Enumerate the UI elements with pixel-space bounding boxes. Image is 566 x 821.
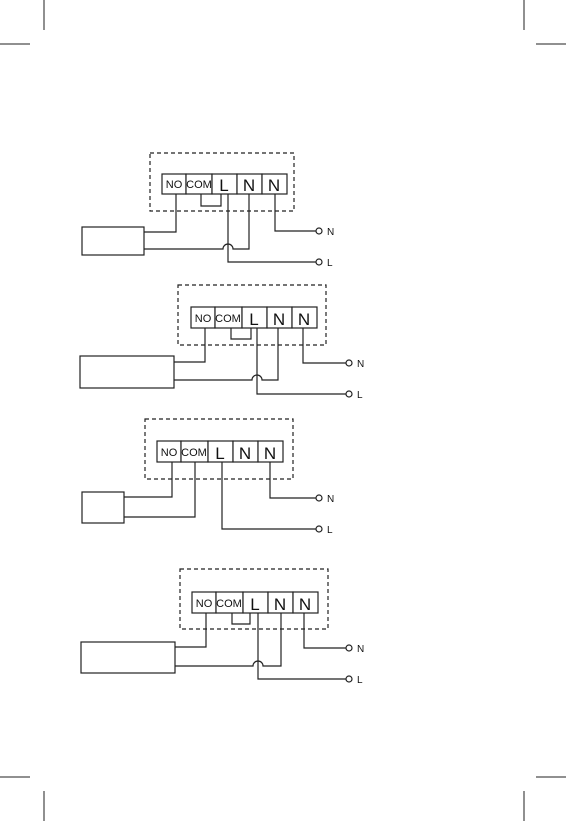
terminal-com-label: COM <box>186 179 212 191</box>
l-supply-label: L <box>327 525 333 536</box>
terminal-no-label: NO <box>161 447 178 459</box>
n-supply-terminal <box>316 495 322 501</box>
l-supply-label: L <box>357 390 363 401</box>
terminal-l-label: L <box>215 444 224 463</box>
terminal-n2-label: N <box>298 310 310 329</box>
terminal-no-label: NO <box>196 598 213 610</box>
n-to-load-wire <box>175 613 281 666</box>
terminal-n1-label: N <box>243 176 255 195</box>
l-supply-terminal <box>316 259 322 265</box>
n-supply-terminal <box>346 645 352 651</box>
l-supply-wire <box>228 194 316 262</box>
terminal-no-label: NO <box>195 313 212 325</box>
no-to-load-wire <box>144 194 176 232</box>
load-device-box <box>81 642 175 673</box>
l-supply-wire <box>258 613 346 679</box>
l-supply-wire <box>257 328 346 394</box>
terminal-block: NO COM L N N <box>162 174 287 195</box>
com-l-bridge <box>231 328 251 339</box>
n-supply-label: N <box>357 359 364 370</box>
n-supply-wire <box>304 613 346 648</box>
n-supply-label: N <box>327 494 334 505</box>
l-supply-wire <box>222 462 316 529</box>
wiring-diagram-1: NO COM L N N N L <box>82 153 334 269</box>
terminal-n1-label: N <box>273 310 285 329</box>
terminal-l-label: L <box>250 595 259 614</box>
l-supply-label: L <box>357 675 363 686</box>
terminal-n2-label: N <box>264 444 276 463</box>
n-supply-terminal <box>346 360 352 366</box>
terminal-com-label: COM <box>216 598 242 610</box>
terminal-block: NO COM L N N <box>192 592 318 614</box>
load-device-box <box>82 492 124 523</box>
n-supply-label: N <box>327 227 334 238</box>
terminal-l-label: L <box>219 176 228 195</box>
terminal-com-label: COM <box>215 313 241 325</box>
terminal-com-label: COM <box>181 447 207 459</box>
terminal-l-label: L <box>249 310 258 329</box>
l-supply-terminal <box>346 391 352 397</box>
wiring-diagram-4: NO COM L N N N L <box>81 569 364 686</box>
l-supply-label: L <box>327 258 333 269</box>
terminal-n2-label: N <box>268 176 280 195</box>
l-supply-terminal <box>316 526 322 532</box>
wiring-diagram-3: NO COM L N N N L <box>82 419 334 536</box>
com-l-bridge <box>232 613 250 624</box>
load-device-box <box>82 227 144 255</box>
wiring-diagram-2: NO COM L N N N L <box>80 285 364 401</box>
n-to-load-wire <box>174 328 278 380</box>
load-device-box <box>80 356 174 388</box>
n-to-load-wire <box>144 194 249 249</box>
terminal-no-label: NO <box>166 179 183 191</box>
n-supply-label: N <box>357 644 364 655</box>
n-supply-wire <box>275 194 316 231</box>
com-to-load-wire <box>124 462 195 517</box>
terminal-n1-label: N <box>239 444 251 463</box>
com-l-bridge <box>201 194 221 206</box>
n-supply-terminal <box>316 228 322 234</box>
l-supply-terminal <box>346 676 352 682</box>
terminal-block: NO COM L N N <box>157 441 283 463</box>
terminal-block: NO COM L N N <box>191 307 317 329</box>
terminal-n1-label: N <box>274 595 286 614</box>
terminal-n2-label: N <box>299 595 311 614</box>
